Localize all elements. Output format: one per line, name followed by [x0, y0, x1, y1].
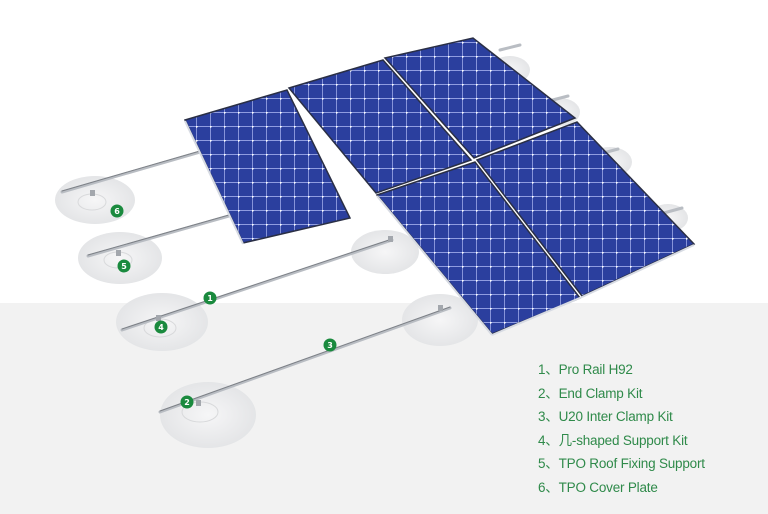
callout-badge-6: 6 — [110, 204, 124, 218]
legend-item-support-kit: 4、几-shaped Support Kit — [538, 432, 688, 448]
callout-badge-4: 4 — [154, 320, 168, 334]
solar-panel — [475, 121, 696, 297]
callout-badge-5: 5 — [117, 259, 131, 273]
callout-badge-1: 1 — [203, 291, 217, 305]
callout-badges: 1 2 3 4 5 6 — [110, 204, 337, 409]
svg-text:2: 2 — [184, 398, 190, 407]
rails — [60, 43, 684, 414]
legend-item-end-clamp: 2、End Clamp Kit — [538, 385, 643, 401]
svg-text:6: 6 — [114, 207, 120, 216]
panel-frames — [184, 120, 695, 336]
svg-text:5: 5 — [121, 262, 127, 271]
legend-item-inter-clamp: 3、U20 Inter Clamp Kit — [538, 409, 673, 425]
svg-text:1: 1 — [207, 294, 213, 303]
solar-panels — [183, 37, 696, 335]
svg-text:3: 3 — [327, 341, 333, 350]
svg-text:4: 4 — [158, 323, 164, 332]
solar-panel — [383, 37, 577, 159]
legend-item-cover-plate: 6、TPO Cover Plate — [538, 479, 658, 495]
callout-badge-2: 2 — [180, 395, 194, 409]
callout-badge-3: 3 — [323, 338, 337, 352]
legend-item-roof-fixing-support: 5、TPO Roof Fixing Support — [538, 456, 705, 472]
support-kits — [90, 190, 443, 406]
legend-item-pro-rail: 1、Pro Rail H92 — [538, 362, 633, 377]
component-legend: 1、Pro Rail H92 2、End Clamp Kit 3、U20 Int… — [538, 358, 705, 500]
solar-panel — [287, 59, 473, 194]
